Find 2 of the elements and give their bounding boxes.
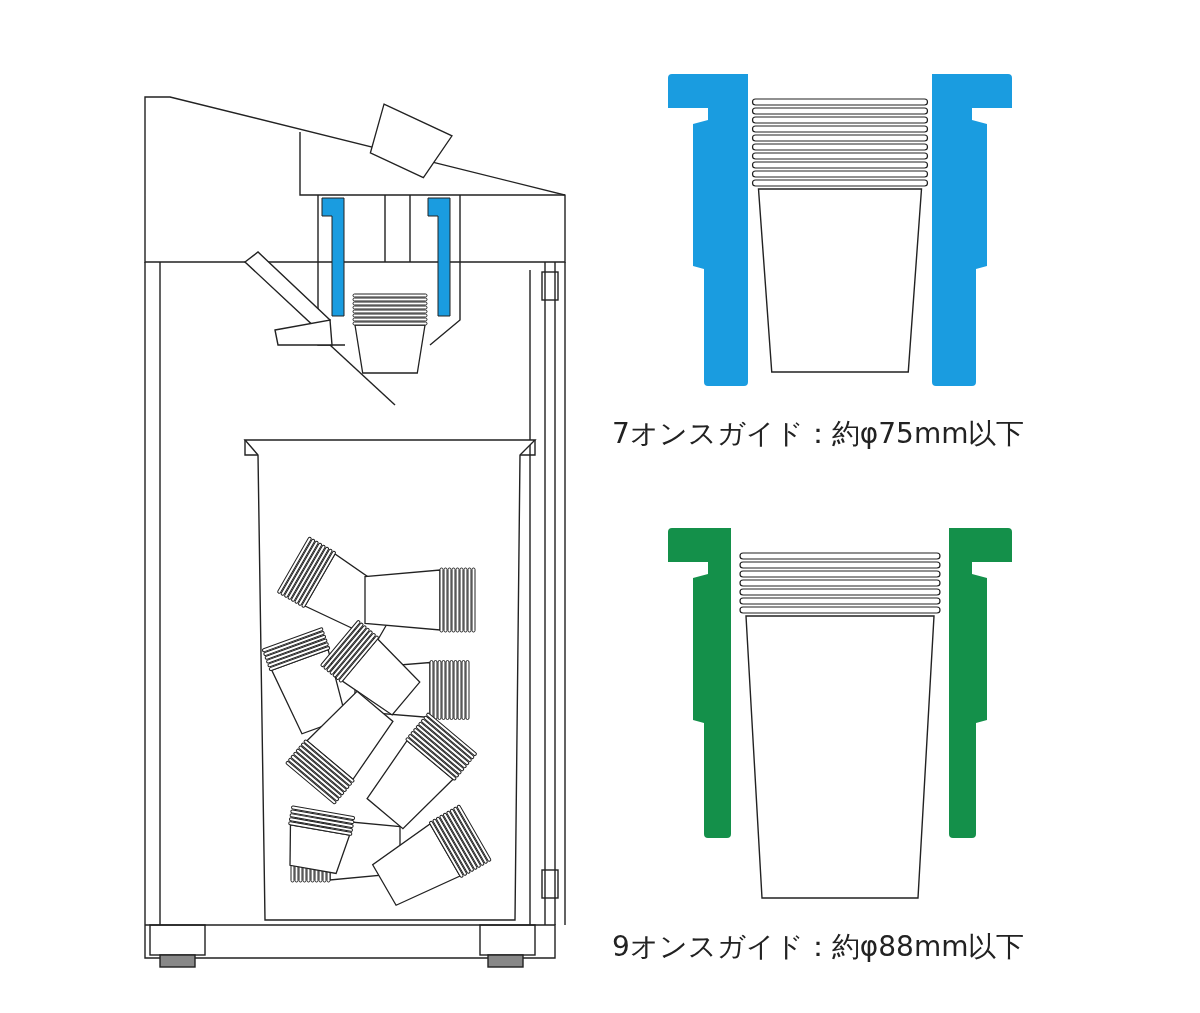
guide-size-label: 9オンスガイド：約φ88mm以下 bbox=[612, 929, 1025, 965]
guide-size-label: 7オンスガイド：約φ75mm以下 bbox=[612, 416, 1025, 452]
